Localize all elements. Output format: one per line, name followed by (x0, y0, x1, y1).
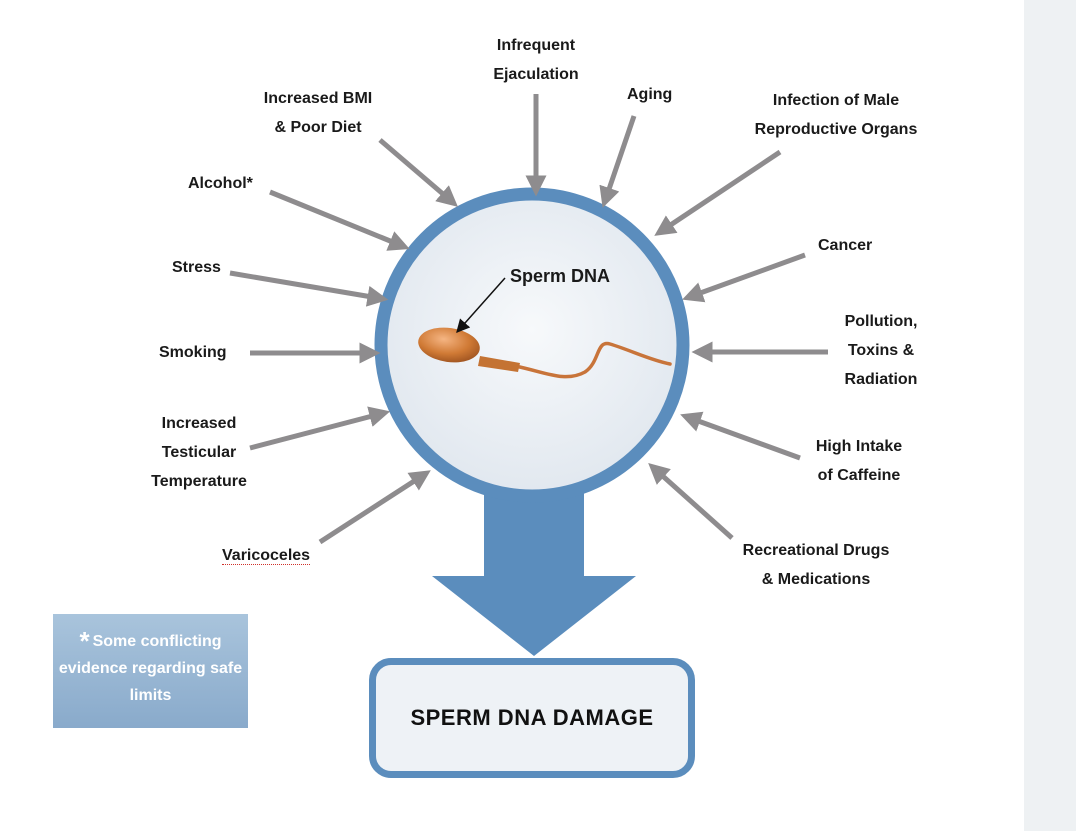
arrow-aging (599, 115, 637, 208)
label-line: Infrequent (496, 37, 576, 54)
down-arrow (432, 480, 636, 656)
arrow-cancer (682, 252, 806, 303)
arrow-infection (654, 149, 782, 236)
label-infection: Infection of Male Reproductive Organs (740, 86, 932, 144)
arrow-alcohol (269, 189, 410, 251)
label-line: of Caffeine (817, 467, 901, 484)
label-line: Infection of Male (772, 92, 900, 109)
arrow-stress (229, 270, 389, 307)
label-line: Recreational Drugs (742, 542, 890, 559)
label-line: Temperature (151, 473, 247, 490)
label-line: Varicoceles (222, 547, 311, 565)
label-cancer: Cancer (818, 237, 873, 254)
label-line: Ejaculation (493, 66, 579, 83)
label-stress: Stress (172, 259, 221, 276)
sperm-illustration (418, 327, 672, 379)
arrow-drugs (648, 462, 734, 540)
footnote-box: *Some conflicting evidence regarding saf… (53, 614, 248, 728)
arrow-bmi-diet (378, 138, 458, 207)
sperm-dna-label: Sperm DNA (510, 266, 611, 286)
label-line: Increased (161, 415, 237, 432)
label-drugs: Recreational Drugs & Medications (724, 536, 908, 594)
asterisk-icon: * (79, 626, 90, 656)
label-caffeine: High Intake of Caffeine (797, 432, 921, 490)
label-infrequent-ejaculation: Infrequent Ejaculation (466, 31, 606, 89)
footnote-text: Some conflicting evidence regarding safe… (58, 633, 243, 704)
label-pollution: Pollution, Toxins & Radiation (826, 307, 936, 394)
label-line: Reproductive Organs (754, 121, 918, 138)
label-aging: Aging (627, 86, 673, 103)
label-line: Pollution, (844, 313, 918, 330)
arrow-caffeine (680, 411, 801, 461)
sperm-dna-pointer (456, 277, 506, 334)
label-line: Toxins & (847, 342, 915, 359)
label-line: High Intake (815, 438, 903, 455)
label-alcohol: Alcohol* (188, 175, 253, 192)
label-line: & Medications (761, 571, 871, 588)
label-smoking: Smoking (159, 344, 227, 361)
label-line: & Poor Diet (274, 119, 362, 136)
arrow-testicular-temp (249, 406, 391, 451)
label-bmi-diet: Increased BMI & Poor Diet (240, 84, 396, 142)
label-line: Increased BMI (263, 90, 373, 107)
label-line: Radiation (844, 371, 918, 388)
result-box: SPERM DNA DAMAGE (369, 658, 695, 778)
side-panel (1024, 0, 1076, 831)
arrow-varicoceles (318, 470, 431, 545)
label-varicoceles: Varicoceles (222, 541, 311, 570)
label-line: Testicular (161, 444, 237, 461)
label-testicular-temp: Increased Testicular Temperature (134, 409, 264, 496)
result-label: SPERM DNA DAMAGE (410, 705, 654, 730)
